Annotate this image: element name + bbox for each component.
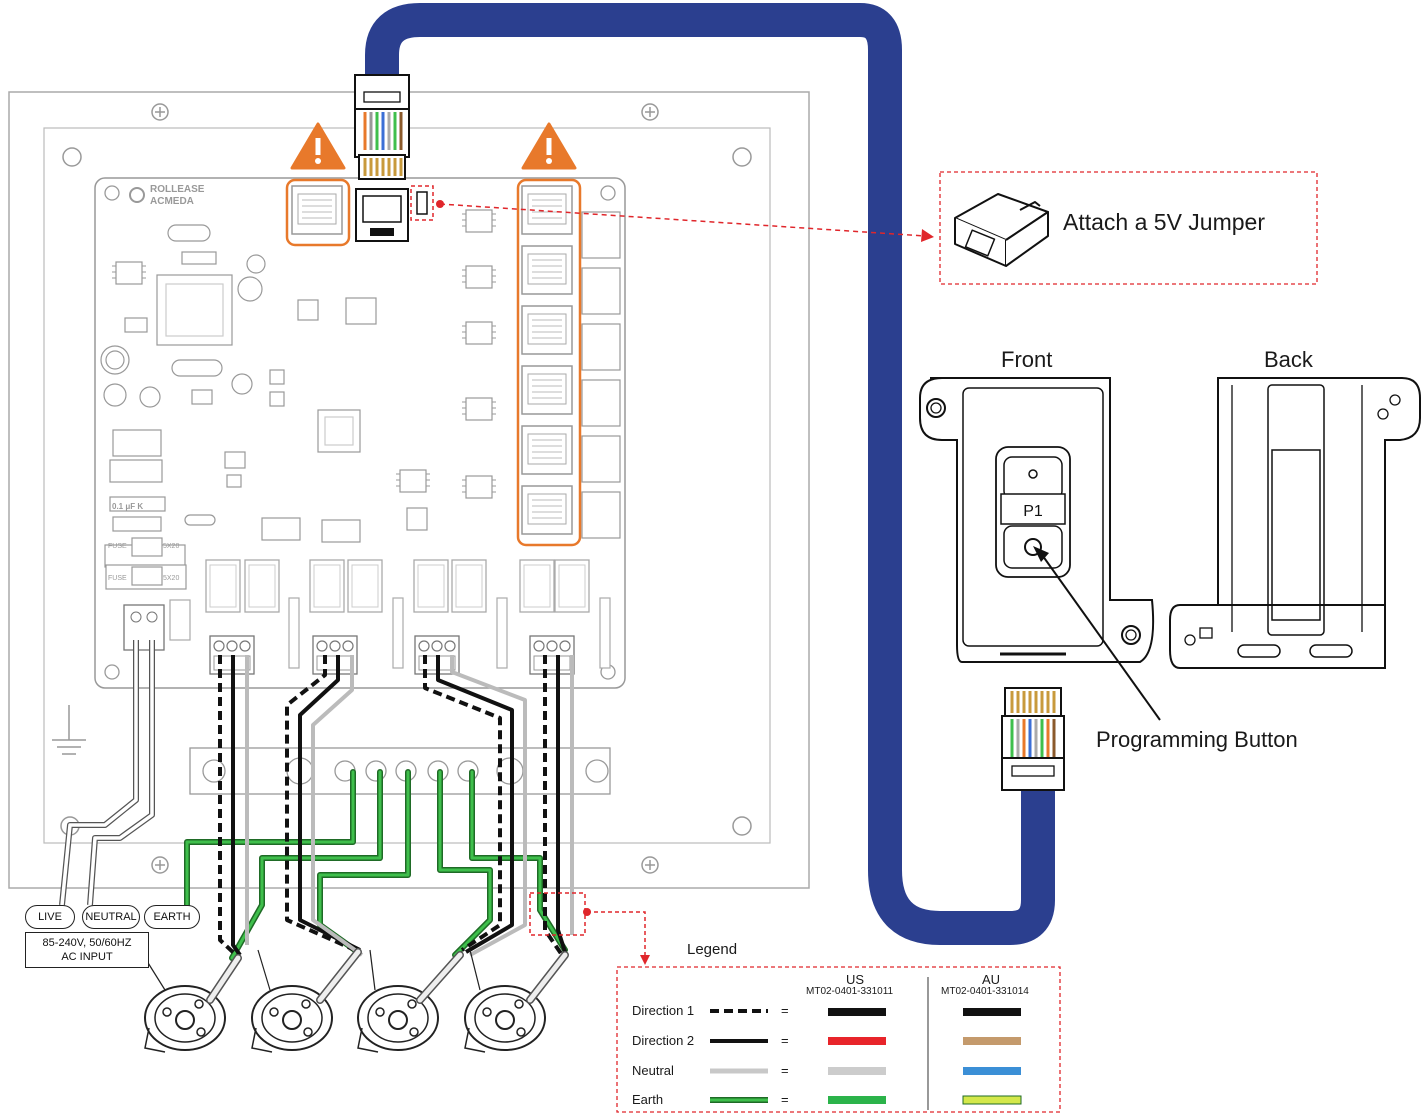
legend-row-label: Direction 2 — [632, 1033, 695, 1048]
programming-button-label: Programming Button — [1096, 727, 1298, 752]
fuse-label-1: FUSE — [108, 543, 127, 550]
jumper-pins — [416, 191, 428, 215]
legend-equals: = — [781, 1003, 789, 1018]
legend-swatch-us — [828, 1096, 886, 1104]
jumper-callout-label: Attach a 5V Jumper — [1063, 209, 1265, 235]
legend-col-us-code: MT02-0401-331011 — [806, 986, 894, 997]
rj45-plug-bottom — [1001, 687, 1065, 791]
motor-ports-highlight — [516, 178, 582, 547]
fuse-size-1: 5X20 — [163, 543, 179, 550]
cap-label: 0.1 μF K — [112, 502, 143, 511]
live-label: LIVE — [25, 905, 75, 929]
fuse-size-2: 5X20 — [163, 575, 179, 582]
programming-button-leader — [1039, 551, 1161, 721]
legend-equals: = — [781, 1063, 789, 1078]
legend-equals: = — [781, 1092, 789, 1107]
brand-line2: ACMEDA — [150, 196, 194, 207]
legend-swatch-au — [963, 1008, 1021, 1016]
legend-equals: = — [781, 1033, 789, 1048]
earth-label: EARTH — [144, 905, 200, 929]
legend-row-label: Neutral — [632, 1063, 674, 1078]
controller-back — [1169, 377, 1421, 669]
legend-col-au-code: MT02-0401-331014 — [941, 986, 1029, 997]
legend-row-label: Earth — [632, 1092, 664, 1107]
ac-input-line2: AC INPUT — [61, 951, 113, 963]
p1-label: P1 — [1023, 503, 1043, 520]
legend-col-us: US — [846, 972, 865, 987]
back-label: Back — [1264, 347, 1313, 372]
rj45-plug-top — [354, 74, 410, 180]
brand-line1: ROLLEASE — [150, 184, 205, 195]
jumper-icon — [954, 193, 1049, 267]
data-cable — [365, 3, 1055, 945]
neutral-label: NEUTRAL — [82, 905, 140, 929]
legend-col-au: AU — [982, 972, 1001, 987]
earth-symbol-icon — [52, 705, 86, 755]
legend-swatch-au — [963, 1037, 1021, 1045]
legend-swatch-us — [828, 1067, 886, 1075]
controller-front — [919, 377, 1155, 663]
legend-row-label: Direction 1 — [632, 1003, 695, 1018]
legend-swatch-us — [828, 1008, 886, 1016]
legend-swatch-au — [962, 1095, 1022, 1105]
fuse-label-2: FUSE — [108, 575, 127, 582]
legend-swatch-us — [828, 1037, 886, 1045]
earth-bar — [189, 747, 611, 795]
legend-title: Legend — [687, 941, 738, 958]
ac-input-box: 85-240V, 50/60HZ AC INPUT — [25, 932, 149, 968]
legend-swatch-au — [963, 1067, 1021, 1075]
ac-input-line1: 85-240V, 50/60HZ — [42, 937, 132, 949]
link-port-highlight — [285, 178, 351, 247]
front-label: Front — [1001, 347, 1053, 372]
